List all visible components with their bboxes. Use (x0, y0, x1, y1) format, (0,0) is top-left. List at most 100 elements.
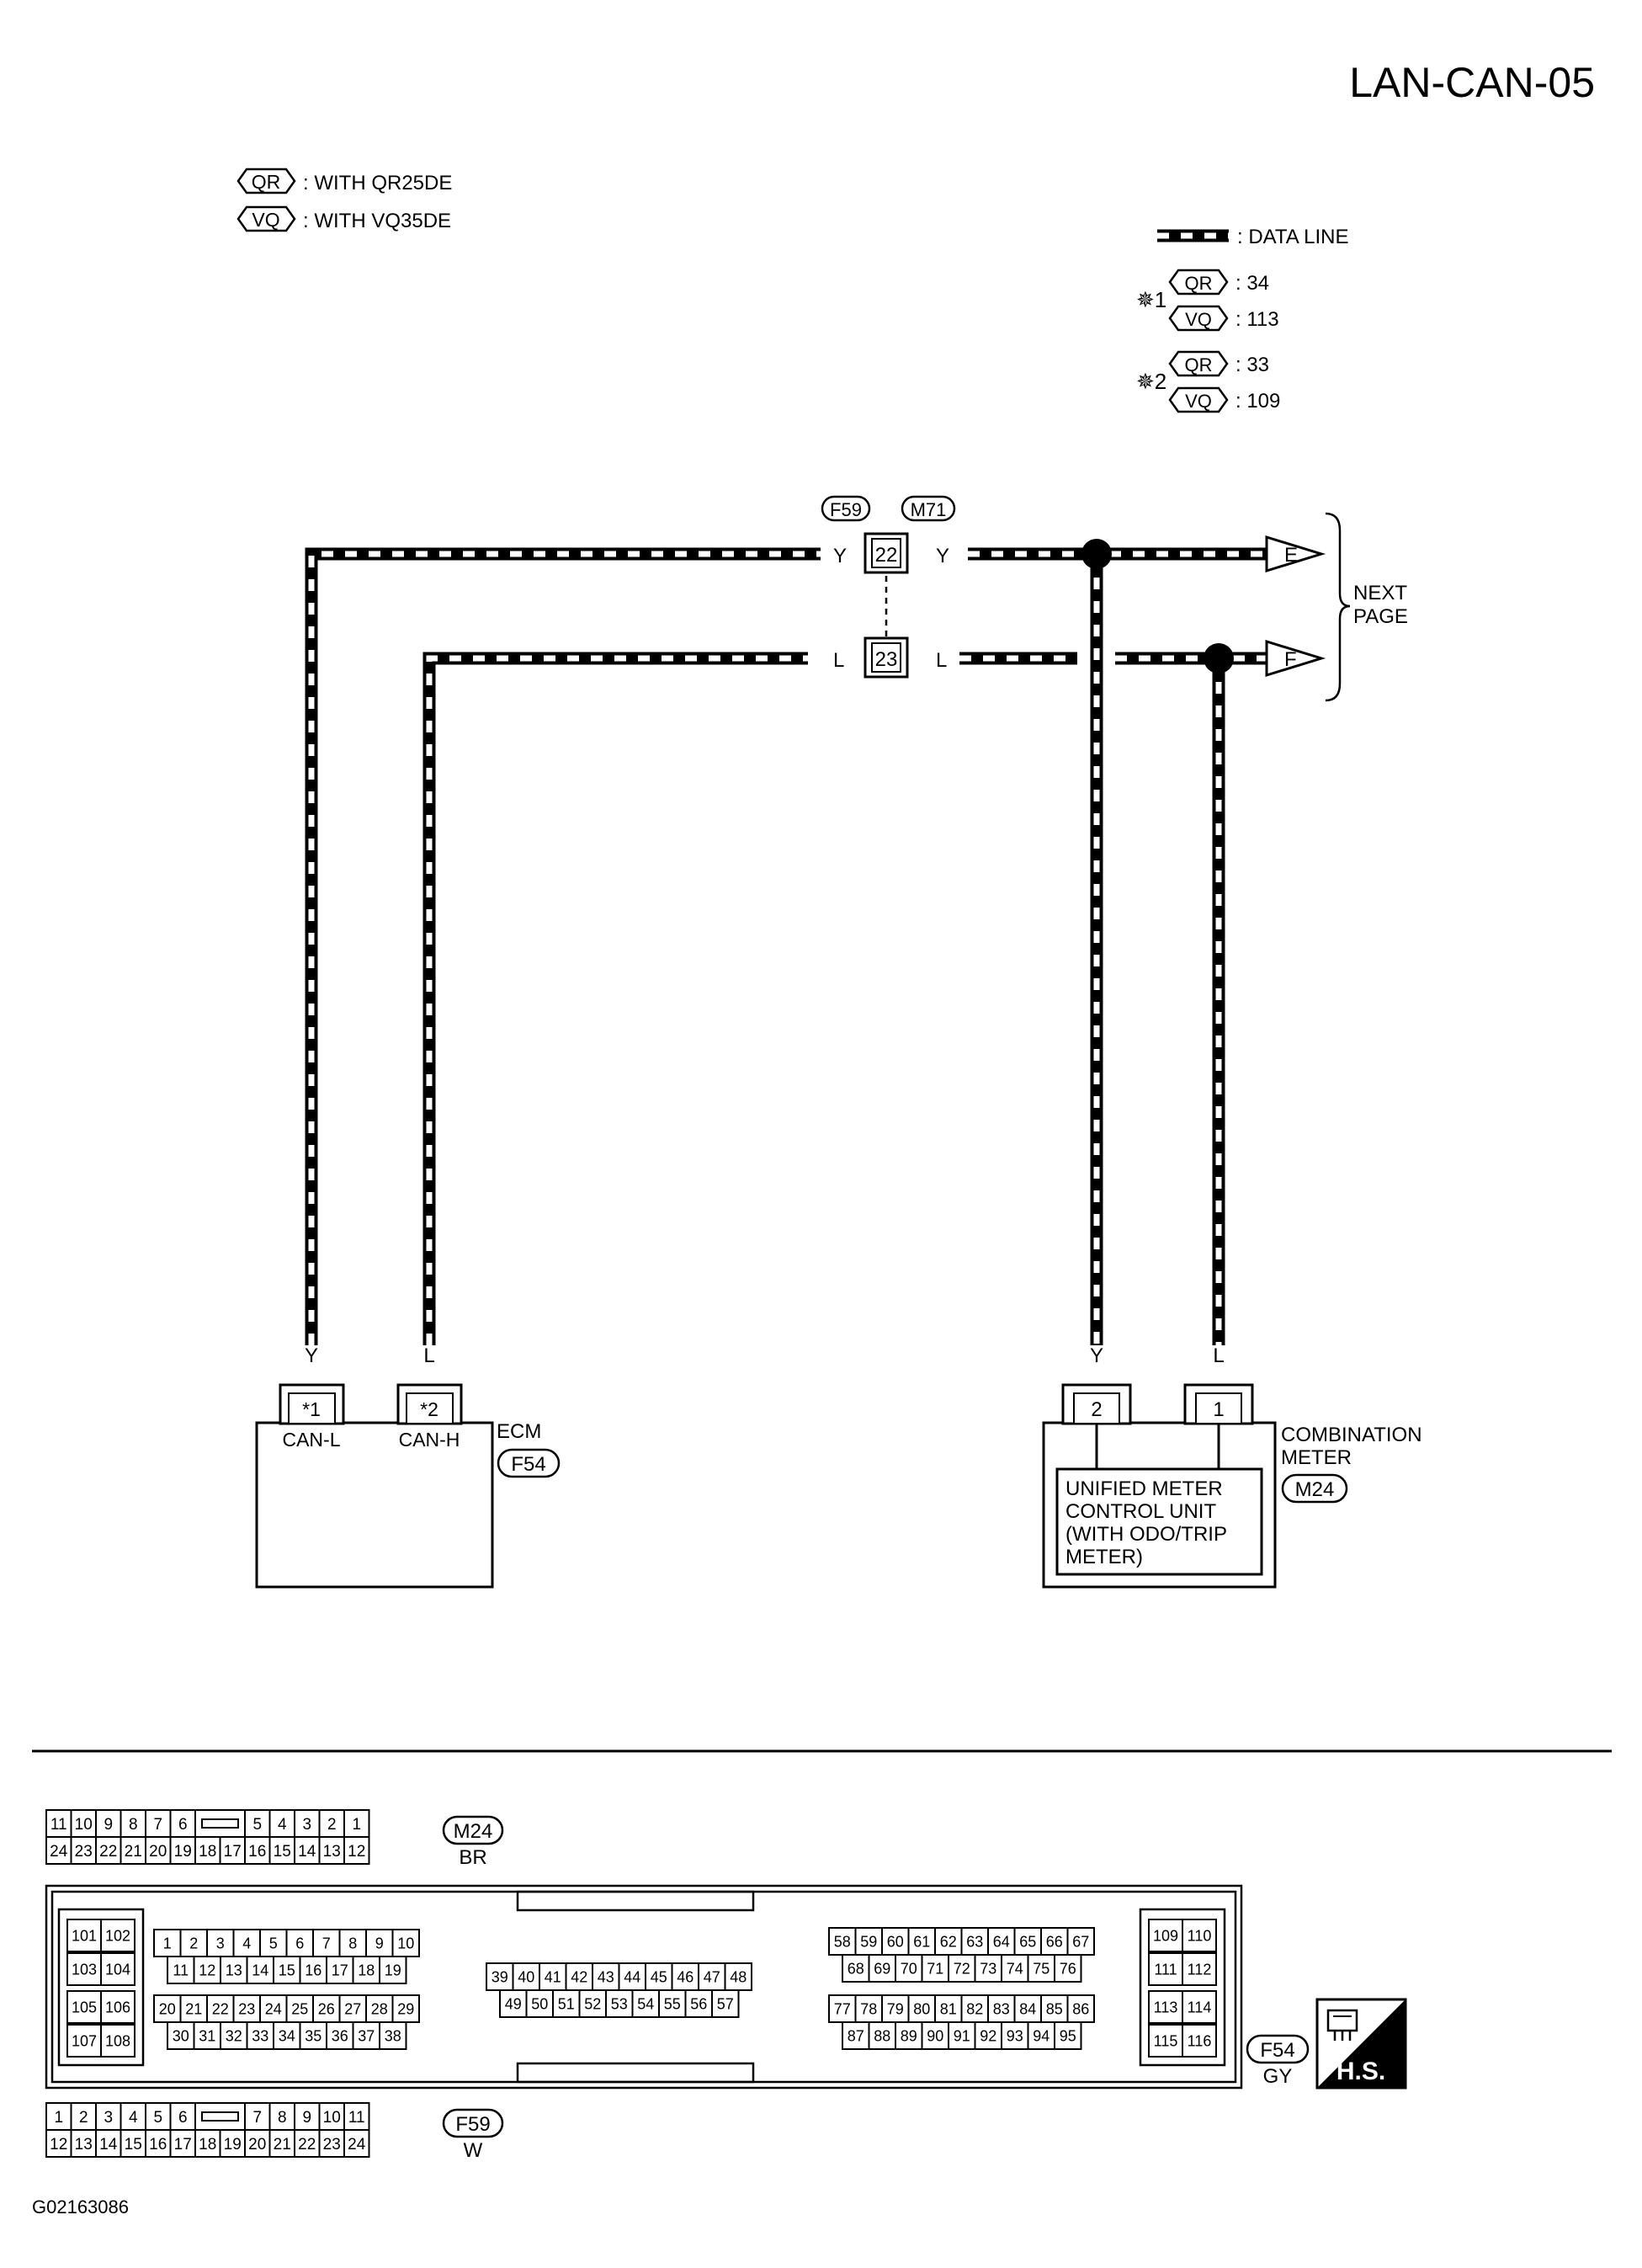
f54-pin-23: 23 (238, 2000, 255, 2017)
f54-pin-31: 31 (199, 2027, 215, 2044)
f54-pin-81: 81 (940, 2000, 957, 2017)
m24-pin-24-cell (45, 1836, 72, 1865)
f54-pin-91: 91 (954, 2027, 970, 2044)
f59-pin-9: 9 (302, 2109, 311, 2127)
f54-face-color: GY (1263, 2065, 1293, 2088)
m24-face-id: M24 (454, 1820, 493, 1843)
connector-f54-id: F54 GY (1246, 2034, 1310, 2088)
joint-l-right: L (936, 649, 947, 672)
arrow-f (1265, 639, 1326, 678)
next-page-brace (1325, 512, 1351, 702)
ecm-pin-1: *1 (302, 1398, 321, 1420)
meter-inner-2: CONTROL UNIT (1065, 1500, 1216, 1523)
m24-pin-6: 6 (178, 1816, 188, 1834)
f59-pin-8: 8 (278, 2109, 287, 2127)
f54-outer-shell (45, 1884, 1243, 2090)
f54-pin-51: 51 (558, 1995, 575, 2012)
m24-pin-22: 22 (99, 1843, 117, 1861)
f54-pin-17: 17 (332, 1962, 348, 1978)
m24-pin-8: 8 (129, 1816, 138, 1834)
f54-pin-19-cell (379, 1956, 407, 1984)
f54-pin-38: 38 (385, 2027, 401, 2044)
hs-badge: H.S. (1315, 1998, 1407, 2090)
m24-pin-21-cell (120, 1836, 146, 1865)
vq-legend-text: : WITH VQ35DE (303, 210, 451, 232)
f54-pin-28: 28 (371, 2000, 388, 2017)
f54-pin-48: 48 (730, 1968, 747, 1985)
m24-pin-23-cell (70, 1836, 97, 1865)
f54-pin-30-cell (167, 2021, 195, 2050)
vq-tag-frame (236, 205, 296, 232)
f59-pin-16: 16 (149, 2136, 167, 2154)
ecm-wire-l-label: L (423, 1344, 434, 1367)
joint-conn-m71: M71 (911, 499, 947, 520)
f59-pin-20: 20 (248, 2136, 266, 2154)
f54-pin-80: 80 (913, 2000, 930, 2017)
wire-y-ecm (305, 547, 821, 1345)
f54-pin-93: 93 (1007, 2027, 1023, 2044)
splice-l (1204, 643, 1234, 673)
f54-pin-107: 107 (72, 2032, 97, 2049)
ecm-box (255, 1421, 494, 1589)
f54-pin-34: 34 (279, 2027, 295, 2044)
f59-pin-23: 23 (323, 2136, 341, 2154)
f54-pin-68-cell (842, 1954, 870, 1983)
f54-pin-58: 58 (834, 1933, 851, 1950)
joint-pin-23: 23 (875, 648, 898, 671)
f54-pin-89: 89 (901, 2027, 917, 2044)
f54-pin-103: 103 (72, 1961, 97, 1978)
f54-pin-9-cell (365, 1929, 394, 1957)
f54-pin-20: 20 (159, 2000, 176, 2017)
joint-l-left: L (833, 649, 844, 672)
f54-pin-41: 41 (545, 1968, 561, 1985)
f54-pin-74: 74 (1007, 1960, 1023, 1977)
meter-wire-l-label: L (1213, 1344, 1224, 1367)
f54-pin-95-cell (1054, 2021, 1082, 2050)
f54-pin-94: 94 (1033, 2027, 1049, 2044)
m24-pin-24: 24 (50, 1843, 68, 1861)
f54-pin-106-cell (100, 1990, 136, 2024)
f54-pin-48-cell (724, 1962, 752, 1991)
qr-legend-text: : WITH QR25DE (303, 172, 452, 194)
f54-pin-110: 110 (1188, 1927, 1212, 1944)
f59-pin-5-cell (145, 2102, 172, 2131)
star1-qr-value: : 34 (1235, 272, 1269, 295)
f54-pin-39: 39 (492, 1968, 508, 1985)
f54-pin-64: 64 (993, 1933, 1010, 1950)
m24-pin-12: 12 (348, 1843, 365, 1861)
f54-pin-86-cell (1066, 1994, 1095, 2023)
f54-pin-78: 78 (860, 2000, 877, 2017)
f54-pin-59: 59 (860, 1933, 877, 1950)
f54-pin-40: 40 (518, 1968, 534, 1985)
f54-pin-75: 75 (1033, 1960, 1049, 1977)
hs-badge-text: H.S. (1336, 2058, 1385, 2085)
f54-pin-36: 36 (332, 2027, 348, 2044)
star2-vq-value: : 109 (1235, 390, 1280, 413)
connector-glyph-icon (1326, 2009, 1358, 2041)
f54-pin-35: 35 (305, 2027, 321, 2044)
f54-pin-8-cell (338, 1929, 367, 1957)
next-page-label-2: PAGE (1353, 605, 1408, 628)
f54-pin-77: 77 (834, 2000, 851, 2017)
f54-pin-80-cell (907, 1994, 936, 2023)
f54-pin-74-cell (1001, 1954, 1029, 1983)
f54-pin-13: 13 (226, 1962, 242, 1978)
m24-face-color: BR (459, 1846, 486, 1869)
f54-top-key (516, 1890, 755, 1912)
f54-pin-46: 46 (677, 1968, 693, 1985)
f54-pin-3-cell (206, 1929, 235, 1957)
qr-tag: QR (252, 171, 281, 193)
m24-pin-2: 2 (327, 1816, 337, 1834)
f54-pin-92: 92 (980, 2027, 996, 2044)
ecm-conn-f54: F54 (511, 1453, 545, 1476)
f54-pin-22-cell (206, 1994, 235, 2023)
f54-pin-102-cell (100, 1919, 136, 1952)
f59-pin-7: 7 (252, 2109, 262, 2127)
f59-pin-24-cell (343, 2129, 370, 2158)
f54-pin-57: 57 (717, 1995, 734, 2012)
f59-pin-19: 19 (224, 2136, 242, 2154)
f54-pin-71: 71 (927, 1960, 943, 1977)
